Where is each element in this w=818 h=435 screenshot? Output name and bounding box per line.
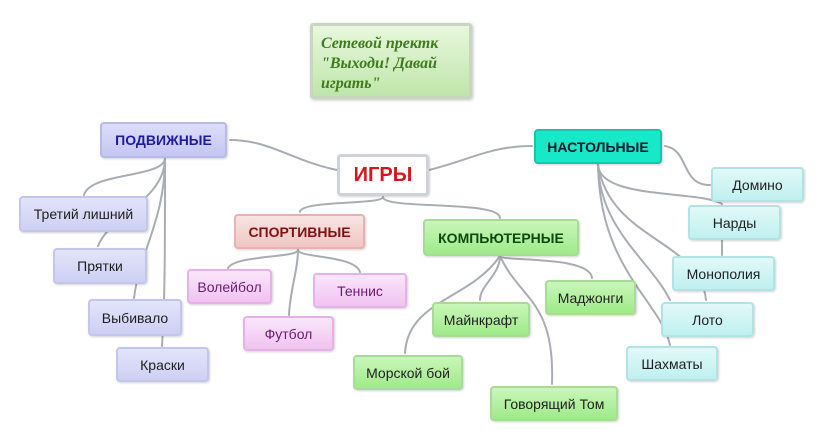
connector-comp-2 <box>499 255 593 279</box>
category-board[interactable]: НАСТОЛЬНЫЕ <box>534 129 662 164</box>
category-computer[interactable]: КОМПЬЮТЕРНЫЕ <box>423 219 579 256</box>
item-third-extra[interactable]: Третий лишний <box>19 196 148 232</box>
connector-sport-2 <box>288 249 299 316</box>
item-battleship[interactable]: Морской бой <box>353 355 463 390</box>
item-lotto[interactable]: Лото <box>661 302 754 337</box>
item-minecraft[interactable]: Майнкрафт <box>432 302 530 337</box>
item-tennis[interactable]: Теннис <box>313 273 407 308</box>
connector-sport-1 <box>227 249 299 269</box>
connector-center-computer <box>382 196 501 219</box>
connector-sport-3 <box>297 249 361 273</box>
item-dominoes[interactable]: Домино <box>711 167 804 202</box>
item-mahjong[interactable]: Маджонги <box>545 280 636 315</box>
item-monopoly[interactable]: Монополия <box>672 256 775 291</box>
item-dodgeball[interactable]: Выбивало <box>88 299 182 336</box>
connector-comp-3 <box>404 255 501 354</box>
center-node-games[interactable]: ИГРЫ <box>337 154 429 196</box>
connector-center-mobile <box>229 139 338 171</box>
category-mobile[interactable]: ПОДВИЖНЫЕ <box>100 122 227 158</box>
item-volleyball[interactable]: Волейбол <box>187 269 272 304</box>
item-backgammon[interactable]: Нарды <box>688 205 781 240</box>
item-chess[interactable]: Шахматы <box>626 346 718 381</box>
connector-center-sport <box>299 196 384 213</box>
item-talking-tom[interactable]: Говорящий Том <box>490 386 618 421</box>
connector-comp-1 <box>479 255 501 301</box>
connector-mobile-1 <box>83 157 166 196</box>
connector-comp-4 <box>499 255 554 385</box>
project-title: Сетевой пректк "Выходи! Давай играть" <box>310 23 472 99</box>
item-hide-and-seek[interactable]: Прятки <box>53 248 147 284</box>
connector-board-1 <box>664 145 711 186</box>
connector-board-5 <box>597 164 671 346</box>
item-paints[interactable]: Краски <box>116 347 209 382</box>
item-football[interactable]: Футбол <box>243 316 334 351</box>
connector-board-4 <box>597 164 671 301</box>
connector-center-board <box>428 145 533 171</box>
category-sport[interactable]: СПОРТИВНЫЕ <box>234 214 365 249</box>
